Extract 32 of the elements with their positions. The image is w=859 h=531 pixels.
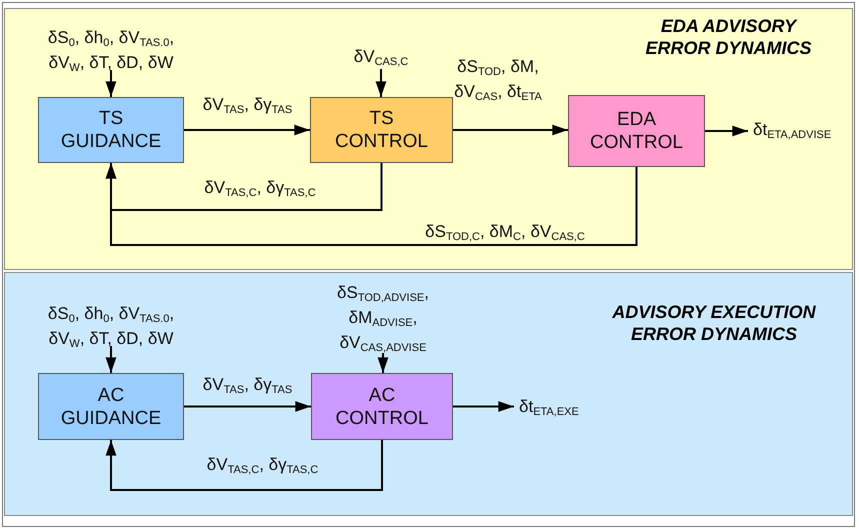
arrow	[106, 70, 116, 97]
edge-label: δS$_{TOD}$, δM, δV$_{CAS}$, δt$_{ETA}$	[453, 57, 543, 105]
arrow	[453, 124, 568, 136]
signal-label: δt$_{ETA,ADVISE}$	[748, 120, 848, 144]
arrow	[106, 440, 383, 491]
edge-label: δV$_{TAS,C}$, δγ$_{TAS,C}$	[203, 178, 317, 201]
signal-label: δS$_{0}$, δh$_{0}$, δV$_{TAS.0}$, δV$_{W}$, δT, δD, δW	[36, 28, 186, 70]
arrow	[184, 401, 311, 412]
block-box: AC CONTROL	[311, 373, 453, 440]
block-box: AC GUIDANCE	[38, 373, 184, 440]
edge-label: δV$_{TAS}$, δγ$_{TAS}$	[202, 375, 294, 398]
block-box: EDA CONTROL	[568, 95, 705, 167]
panel-background	[4, 272, 853, 516]
arrow	[106, 163, 638, 246]
signal-label: δV$_{CAS,C}$	[341, 47, 421, 69]
block-box: TS GUIDANCE	[38, 97, 184, 163]
arrow	[453, 401, 514, 412]
arrow	[705, 126, 748, 136]
signal-label: δt$_{ETA,EXE}$	[514, 397, 604, 421]
edge-label: δS$_{TOD,C}$, δM$_{C}$, δV$_{CAS,C}$	[424, 222, 586, 245]
block-box: TS CONTROL	[310, 97, 453, 163]
edge-label: δV$_{TAS}$, δγ$_{TAS}$	[202, 95, 294, 118]
arrow	[376, 69, 386, 97]
edge-label: δV$_{TAS,C}$, δγ$_{TAS,C}$	[206, 455, 320, 478]
panel-background	[4, 8, 853, 270]
panel-title: ADVISORY EXECUTION ERROR DYNAMICS	[611, 301, 817, 345]
arrow	[106, 346, 116, 373]
arrow	[184, 124, 310, 136]
signal-label: δS$_{TOD,ADVISE}$, δM$_{ADVISE}$, δV$_{CAS,ADVISE}$	[318, 283, 448, 353]
panel-title: EDA ADVISORY ERROR DYNAMICS	[644, 15, 812, 59]
signal-label: δS$_{0}$, δh$_{0}$, δV$_{TAS.0}$, δV$_{W}$, δT, δD, δW	[36, 304, 186, 346]
arrow	[378, 353, 388, 373]
